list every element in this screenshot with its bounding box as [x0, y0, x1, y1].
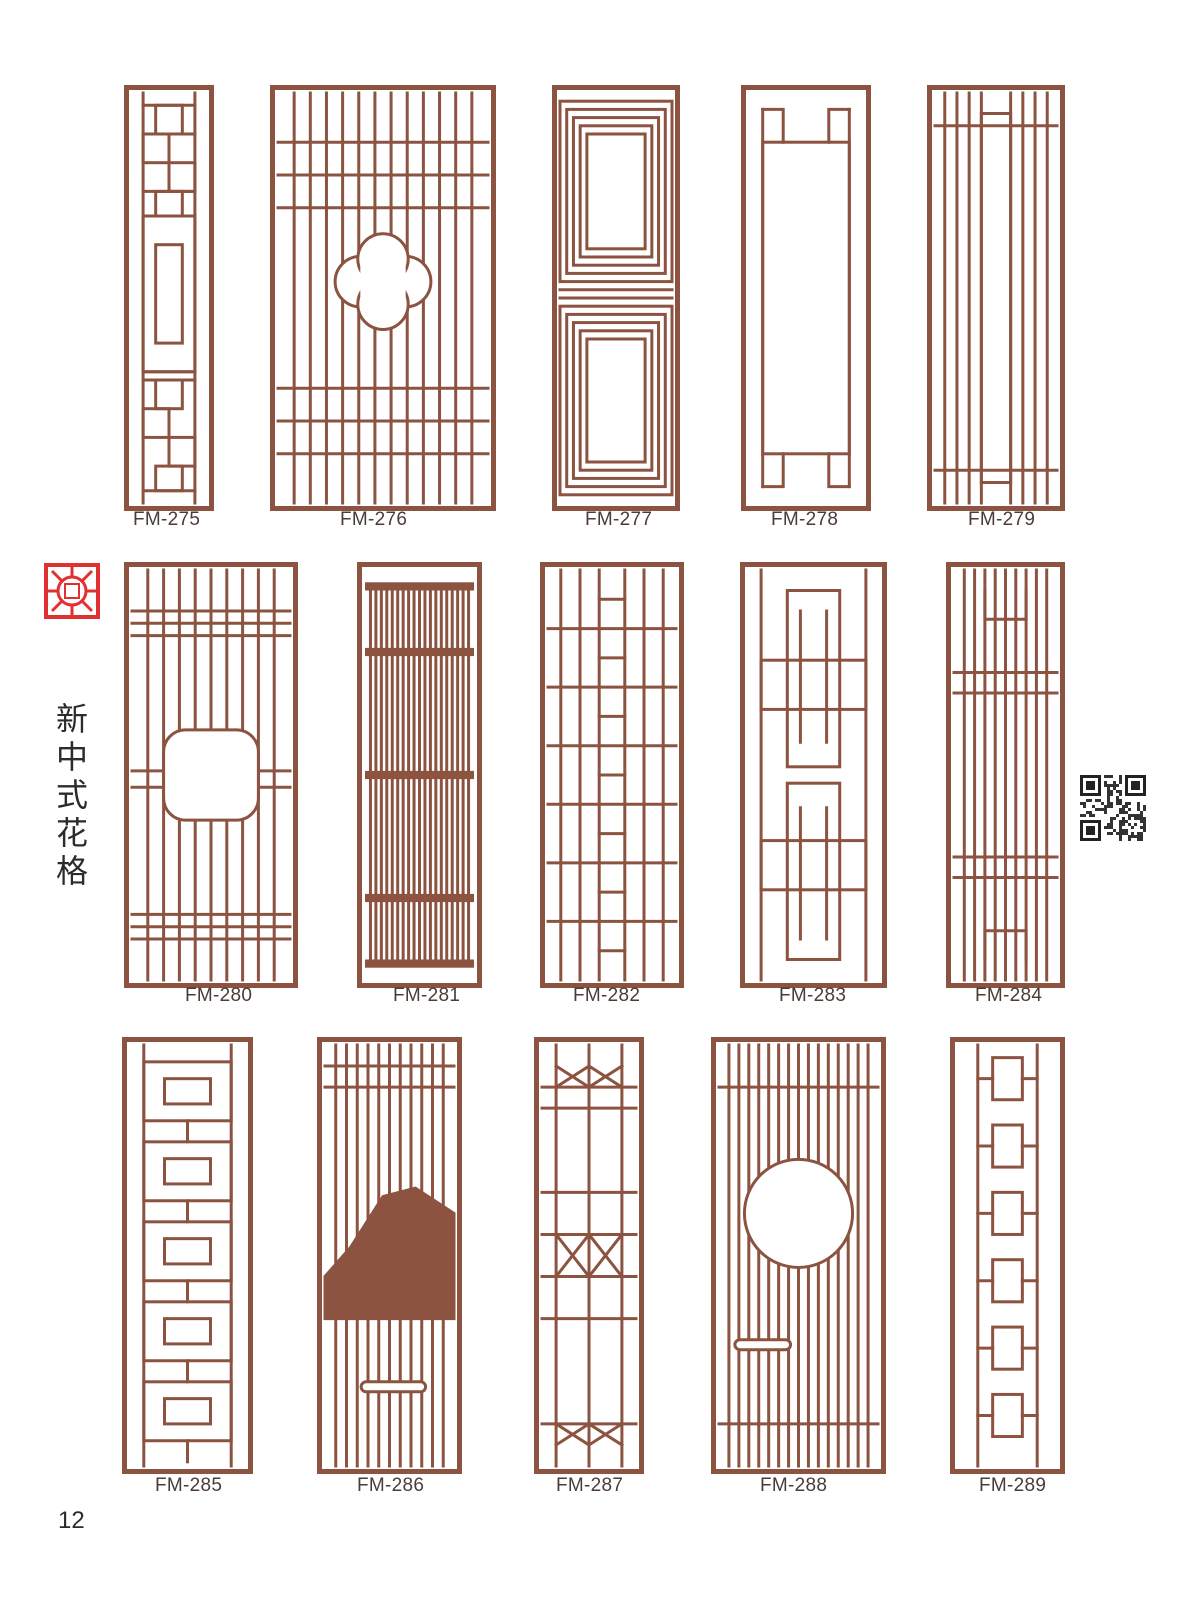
lattice-panel: [124, 562, 298, 988]
lattice-panel-drawing: [534, 1037, 644, 1474]
lattice-panel: [741, 85, 871, 511]
panel-code: FM-278: [771, 509, 839, 530]
panel-code: FM-282: [573, 985, 641, 1006]
lattice-panel-drawing: [124, 562, 298, 988]
lattice-panel-drawing: [122, 1037, 253, 1474]
lattice-panel: [927, 85, 1065, 511]
lattice-panel: [270, 85, 496, 511]
section-title: 新中式花格: [55, 700, 88, 890]
panel-code: FM-281: [393, 985, 461, 1006]
lattice-panel-drawing: [950, 1037, 1065, 1474]
panel-code: FM-279: [968, 509, 1036, 530]
lattice-panel: [950, 1037, 1065, 1474]
lattice-panel: [124, 85, 214, 511]
panel-code: FM-277: [585, 509, 653, 530]
lattice-panel: [534, 1037, 644, 1474]
lattice-panel: [357, 562, 482, 988]
qr-code-icon: [1080, 775, 1146, 841]
lattice-panel: [946, 562, 1065, 988]
lattice-panel: [317, 1037, 462, 1474]
lattice-panel: [540, 562, 684, 988]
panel-code: FM-288: [760, 1475, 828, 1496]
panel-code: FM-275: [133, 509, 201, 530]
panel-code: FM-284: [975, 985, 1043, 1006]
lattice-panel-drawing: [552, 85, 680, 511]
chinese-window-emblem-icon: [44, 563, 100, 619]
lattice-panel: [552, 85, 680, 511]
lattice-panel-drawing: [741, 85, 871, 511]
lattice-panel-drawing: [946, 562, 1065, 988]
lattice-panel-drawing: [270, 85, 496, 511]
panel-code: FM-289: [979, 1475, 1047, 1496]
lattice-panel-drawing: [124, 85, 214, 511]
page-number: 12: [58, 1507, 85, 1534]
panel-code: FM-276: [340, 509, 408, 530]
panel-code: FM-286: [357, 1475, 425, 1496]
lattice-panel-drawing: [740, 562, 887, 988]
panel-code: FM-287: [556, 1475, 624, 1496]
panel-code: FM-280: [185, 985, 253, 1006]
panel-code: FM-283: [779, 985, 847, 1006]
lattice-panel-drawing: [927, 85, 1065, 511]
lattice-panel: [711, 1037, 886, 1474]
lattice-panel-drawing: [357, 562, 482, 988]
lattice-panel-drawing: [317, 1037, 462, 1474]
panel-code: FM-285: [155, 1475, 223, 1496]
lattice-panel-drawing: [540, 562, 684, 988]
lattice-panel: [122, 1037, 253, 1474]
lattice-panel: [740, 562, 887, 988]
lattice-panel-drawing: [711, 1037, 886, 1474]
